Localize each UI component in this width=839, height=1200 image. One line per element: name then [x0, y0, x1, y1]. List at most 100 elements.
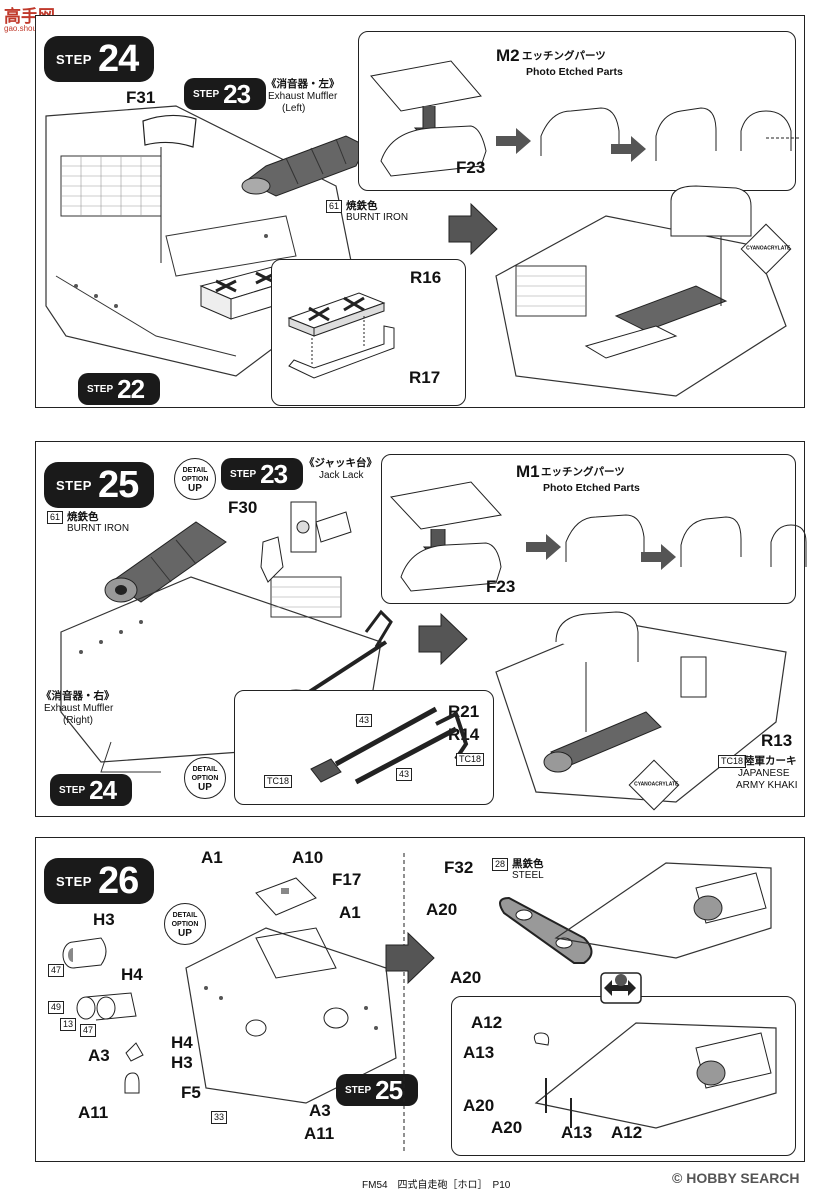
part-a11b-label: A11	[304, 1124, 335, 1143]
part-r21-r14-drawing	[310, 706, 469, 785]
part-a3-label: A3	[88, 1046, 110, 1065]
photo-etch-en: Photo Etched Parts	[543, 482, 640, 494]
part-f30-label: F30	[228, 498, 258, 517]
part-a12a-label: A12	[471, 1013, 503, 1032]
color-code-tc18: TC18	[264, 775, 293, 788]
color-code-28: 28	[492, 858, 509, 871]
part-a20b-label: A20	[450, 968, 482, 987]
section-divider	[403, 853, 405, 1153]
part-f23-label: F23	[486, 577, 516, 596]
part-a20a-label: A20	[426, 900, 458, 919]
part-r16-label: R16	[410, 268, 442, 287]
photo-etch-sequence-m1	[390, 481, 807, 592]
part-a20c-label: A20	[463, 1096, 495, 1115]
color-code-tc18b: TC18	[456, 753, 485, 766]
part-a12b-label: A12	[611, 1123, 643, 1142]
jack-en: Jack Lack	[319, 470, 364, 481]
color-code-13: 13	[60, 1018, 77, 1031]
muffler-left-jp: 《消音器・左》	[266, 78, 340, 90]
exhaust-muffler-right	[104, 521, 227, 603]
color-burnt-iron-en: BURNT IRON	[67, 523, 130, 534]
part-a3-a11	[124, 1042, 144, 1094]
part-h3	[62, 937, 107, 969]
muffler-left-en2: (Left)	[282, 103, 306, 114]
alternative-hull-drawing	[533, 1022, 777, 1129]
part-h3b-label: H3	[171, 1053, 193, 1072]
part-r17-label: R17	[409, 368, 441, 387]
copyright-icon: ©	[672, 1170, 687, 1186]
color-burnt-iron-jp: 焼鉄色	[67, 511, 99, 523]
direction-arrow-24	[448, 202, 498, 256]
toolbox-detail-box	[271, 259, 466, 406]
color-code-61: 61	[47, 511, 64, 524]
part-a11-label: A11	[78, 1103, 109, 1122]
exhaust-muffler-left	[241, 135, 367, 197]
photo-etch-en: Photo Etched Parts	[526, 66, 623, 78]
color-code-47b: 47	[80, 1024, 97, 1037]
hull-drawing-25-result	[495, 611, 787, 803]
color-code-49: 49	[48, 1001, 65, 1014]
hobby-search-watermark: © HOBBY SEARCH	[672, 1170, 800, 1186]
part-f23-label: F23	[456, 158, 486, 177]
hull-drawing-26-result	[554, 862, 772, 959]
part-a1-label: A1	[201, 848, 223, 867]
part-m1-label: M1	[516, 462, 540, 481]
part-a20d-label: A20	[491, 1118, 523, 1137]
part-a10-label: A10	[292, 848, 324, 867]
khaki-en2: ARMY KHAKI	[736, 780, 798, 791]
part-m2-label: M2	[496, 46, 520, 65]
part-r16-r17-drawing	[287, 292, 395, 379]
photo-etch-sequence-m2	[370, 60, 801, 177]
direction-arrow-25	[418, 612, 468, 666]
part-f31-label: F31	[126, 88, 156, 107]
part-a1b-label: A1	[339, 903, 361, 922]
direction-arrow-26	[385, 931, 435, 985]
part-h3-label: H3	[93, 910, 115, 929]
color-steel-jp: 黒鉄色	[512, 858, 544, 870]
part-h4	[76, 992, 137, 1021]
khaki-en1: JAPANESE	[738, 768, 790, 779]
photo-etch-jp: エッチングパーツ	[522, 50, 606, 62]
khaki-jp: 陸軍カーキ	[744, 755, 797, 767]
muffler-right-en2: (Right)	[63, 715, 94, 726]
muffler-right-en1: Exhaust Muffler	[44, 703, 114, 714]
color-code-33: 33	[211, 1111, 228, 1124]
watermark-url: gao.shou.com	[4, 24, 55, 33]
part-f32-label: F32	[444, 858, 474, 877]
color-code-61: 61	[326, 200, 343, 213]
jack-lack-part	[290, 501, 352, 553]
color-burnt-iron-jp: 焼鉄色	[346, 200, 378, 212]
color-code-tc18c: TC18	[718, 755, 747, 768]
hull-drawing-26	[185, 927, 397, 1104]
hull-drawing-24-result	[495, 185, 787, 397]
alternative-icon	[600, 972, 642, 1004]
part-a3b-label: A3	[309, 1101, 331, 1120]
part-f30	[260, 536, 284, 583]
page-footer: FM54 四式自走砲［ホロ］ P10	[362, 1180, 511, 1191]
color-code-43b: 43	[396, 768, 413, 781]
part-f17-label: F17	[332, 870, 362, 889]
color-code-47: 47	[48, 964, 65, 977]
part-f5-label: F5	[181, 1083, 201, 1102]
part-f31	[142, 114, 197, 263]
part-a13b-label: A13	[561, 1123, 593, 1142]
color-steel-en: STEEL	[512, 870, 544, 881]
part-h4b-label: H4	[171, 1033, 193, 1052]
color-code-43: 43	[356, 714, 373, 727]
part-f32	[499, 896, 593, 964]
part-a13a-label: A13	[463, 1043, 495, 1062]
photo-etch-jp: エッチングパーツ	[541, 466, 625, 478]
muffler-right-jp: 《消音器・右》	[41, 690, 115, 702]
